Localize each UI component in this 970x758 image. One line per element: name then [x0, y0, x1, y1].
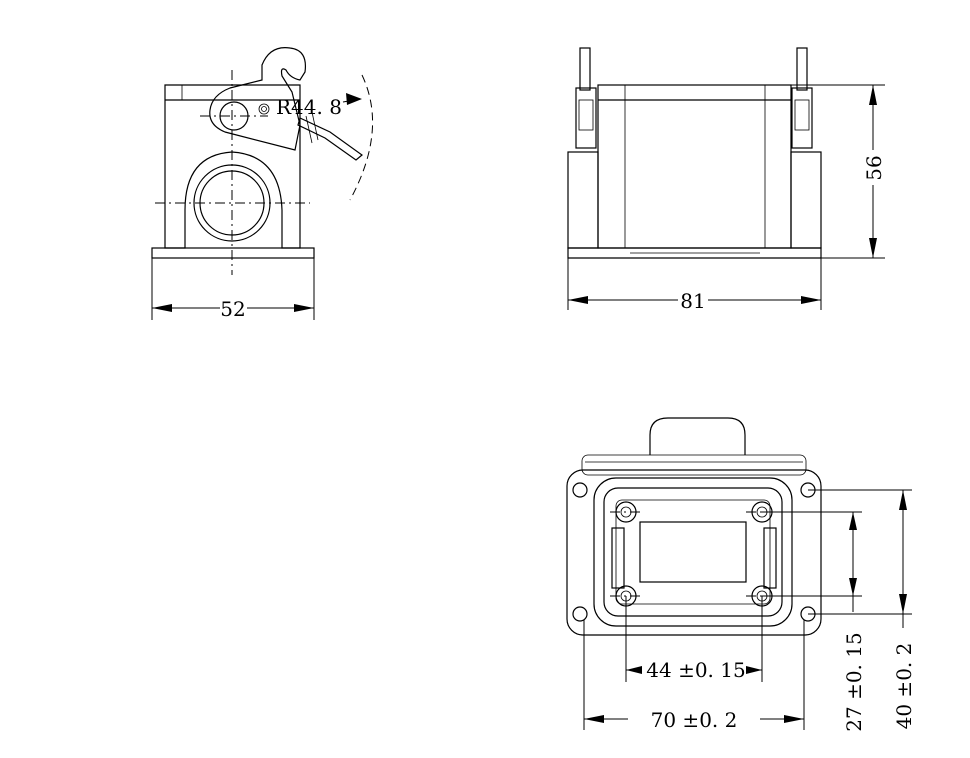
outer-width-label: 70 ±0. 2: [651, 708, 738, 732]
radius-label: R44. 8: [276, 95, 342, 119]
side-width-label: 52: [220, 297, 245, 321]
front-width-label: 81: [680, 289, 705, 313]
outer-height-label: 40 ±0. 2: [892, 643, 916, 730]
front-view: [567, 47, 885, 310]
bottom-view: [566, 417, 912, 730]
side-view: [151, 47, 374, 320]
inner-width-label: 44 ±0. 15: [646, 658, 745, 682]
front-height-label: 56: [862, 155, 886, 180]
inner-height-label: 27 ±0. 15: [842, 632, 866, 731]
